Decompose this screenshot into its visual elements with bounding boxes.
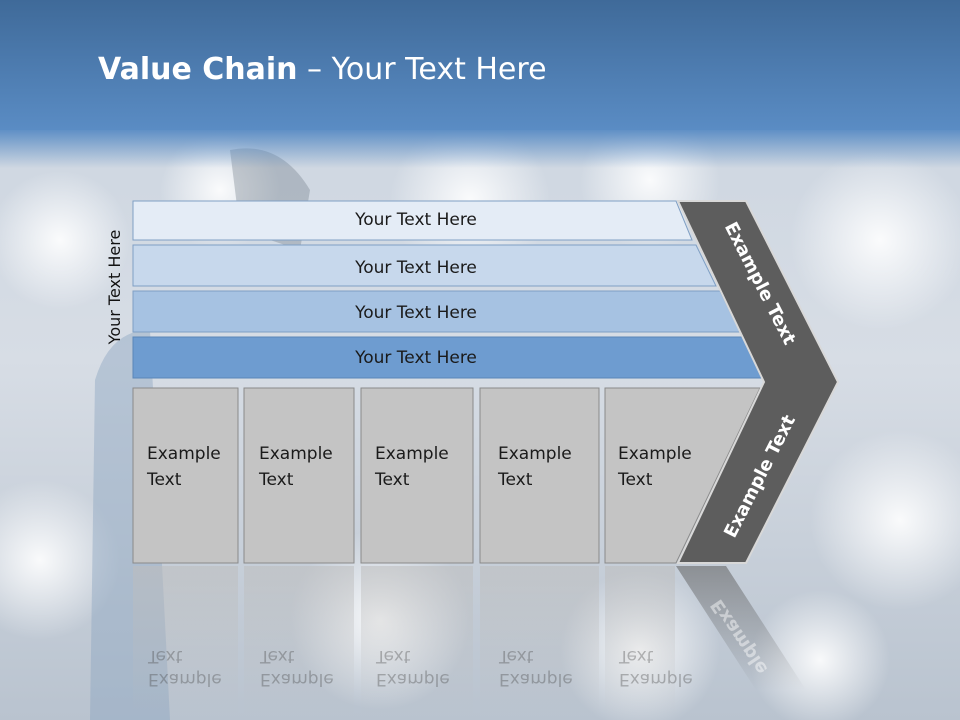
box-1 (132, 387, 239, 564)
bar-1-label: Your Text Here (354, 210, 477, 230)
bar-2-label: Your Text Here (354, 258, 477, 278)
svg-text:Example: Example (619, 669, 693, 689)
box-1-line2: Text (146, 470, 182, 490)
title-bold: Value Chain (98, 52, 298, 87)
box-4 (479, 387, 600, 564)
bar-3-label: Your Text Here (354, 303, 477, 323)
box-3 (360, 387, 474, 564)
box-5-line1: Example (618, 444, 692, 464)
bar-1 (132, 200, 693, 241)
box-4-line2: Text (497, 470, 533, 490)
bar-4-label: Your Text Here (354, 348, 477, 368)
svg-text:Example: Example (148, 669, 222, 689)
slide-title: Value Chain – Your Text Here (98, 52, 547, 87)
svg-text:Text: Text (375, 646, 411, 666)
box-1-line1: Example (147, 444, 221, 464)
box-2-line1: Example (259, 444, 333, 464)
box-2 (243, 387, 355, 564)
svg-text:Example: Example (499, 669, 573, 689)
box-4-line1: Example (498, 444, 572, 464)
svg-text:Text: Text (618, 646, 654, 666)
svg-text:Text: Text (147, 646, 183, 666)
reflections: Text Example Text Example Text Example T… (133, 566, 806, 716)
title-rest: – Your Text Here (297, 52, 547, 87)
box-3-line1: Example (375, 444, 449, 464)
box-5-line2: Text (617, 470, 653, 490)
box-2-line2: Text (258, 470, 294, 490)
svg-text:Text: Text (498, 646, 534, 666)
box-3-line2: Text (374, 470, 410, 490)
bar-2 (132, 244, 717, 287)
box-5 (604, 387, 761, 564)
svg-text:Example: Example (376, 669, 450, 689)
chevron-arrow (676, 200, 840, 564)
svg-text:Example: Example (260, 669, 334, 689)
svg-text:Text: Text (259, 646, 295, 666)
